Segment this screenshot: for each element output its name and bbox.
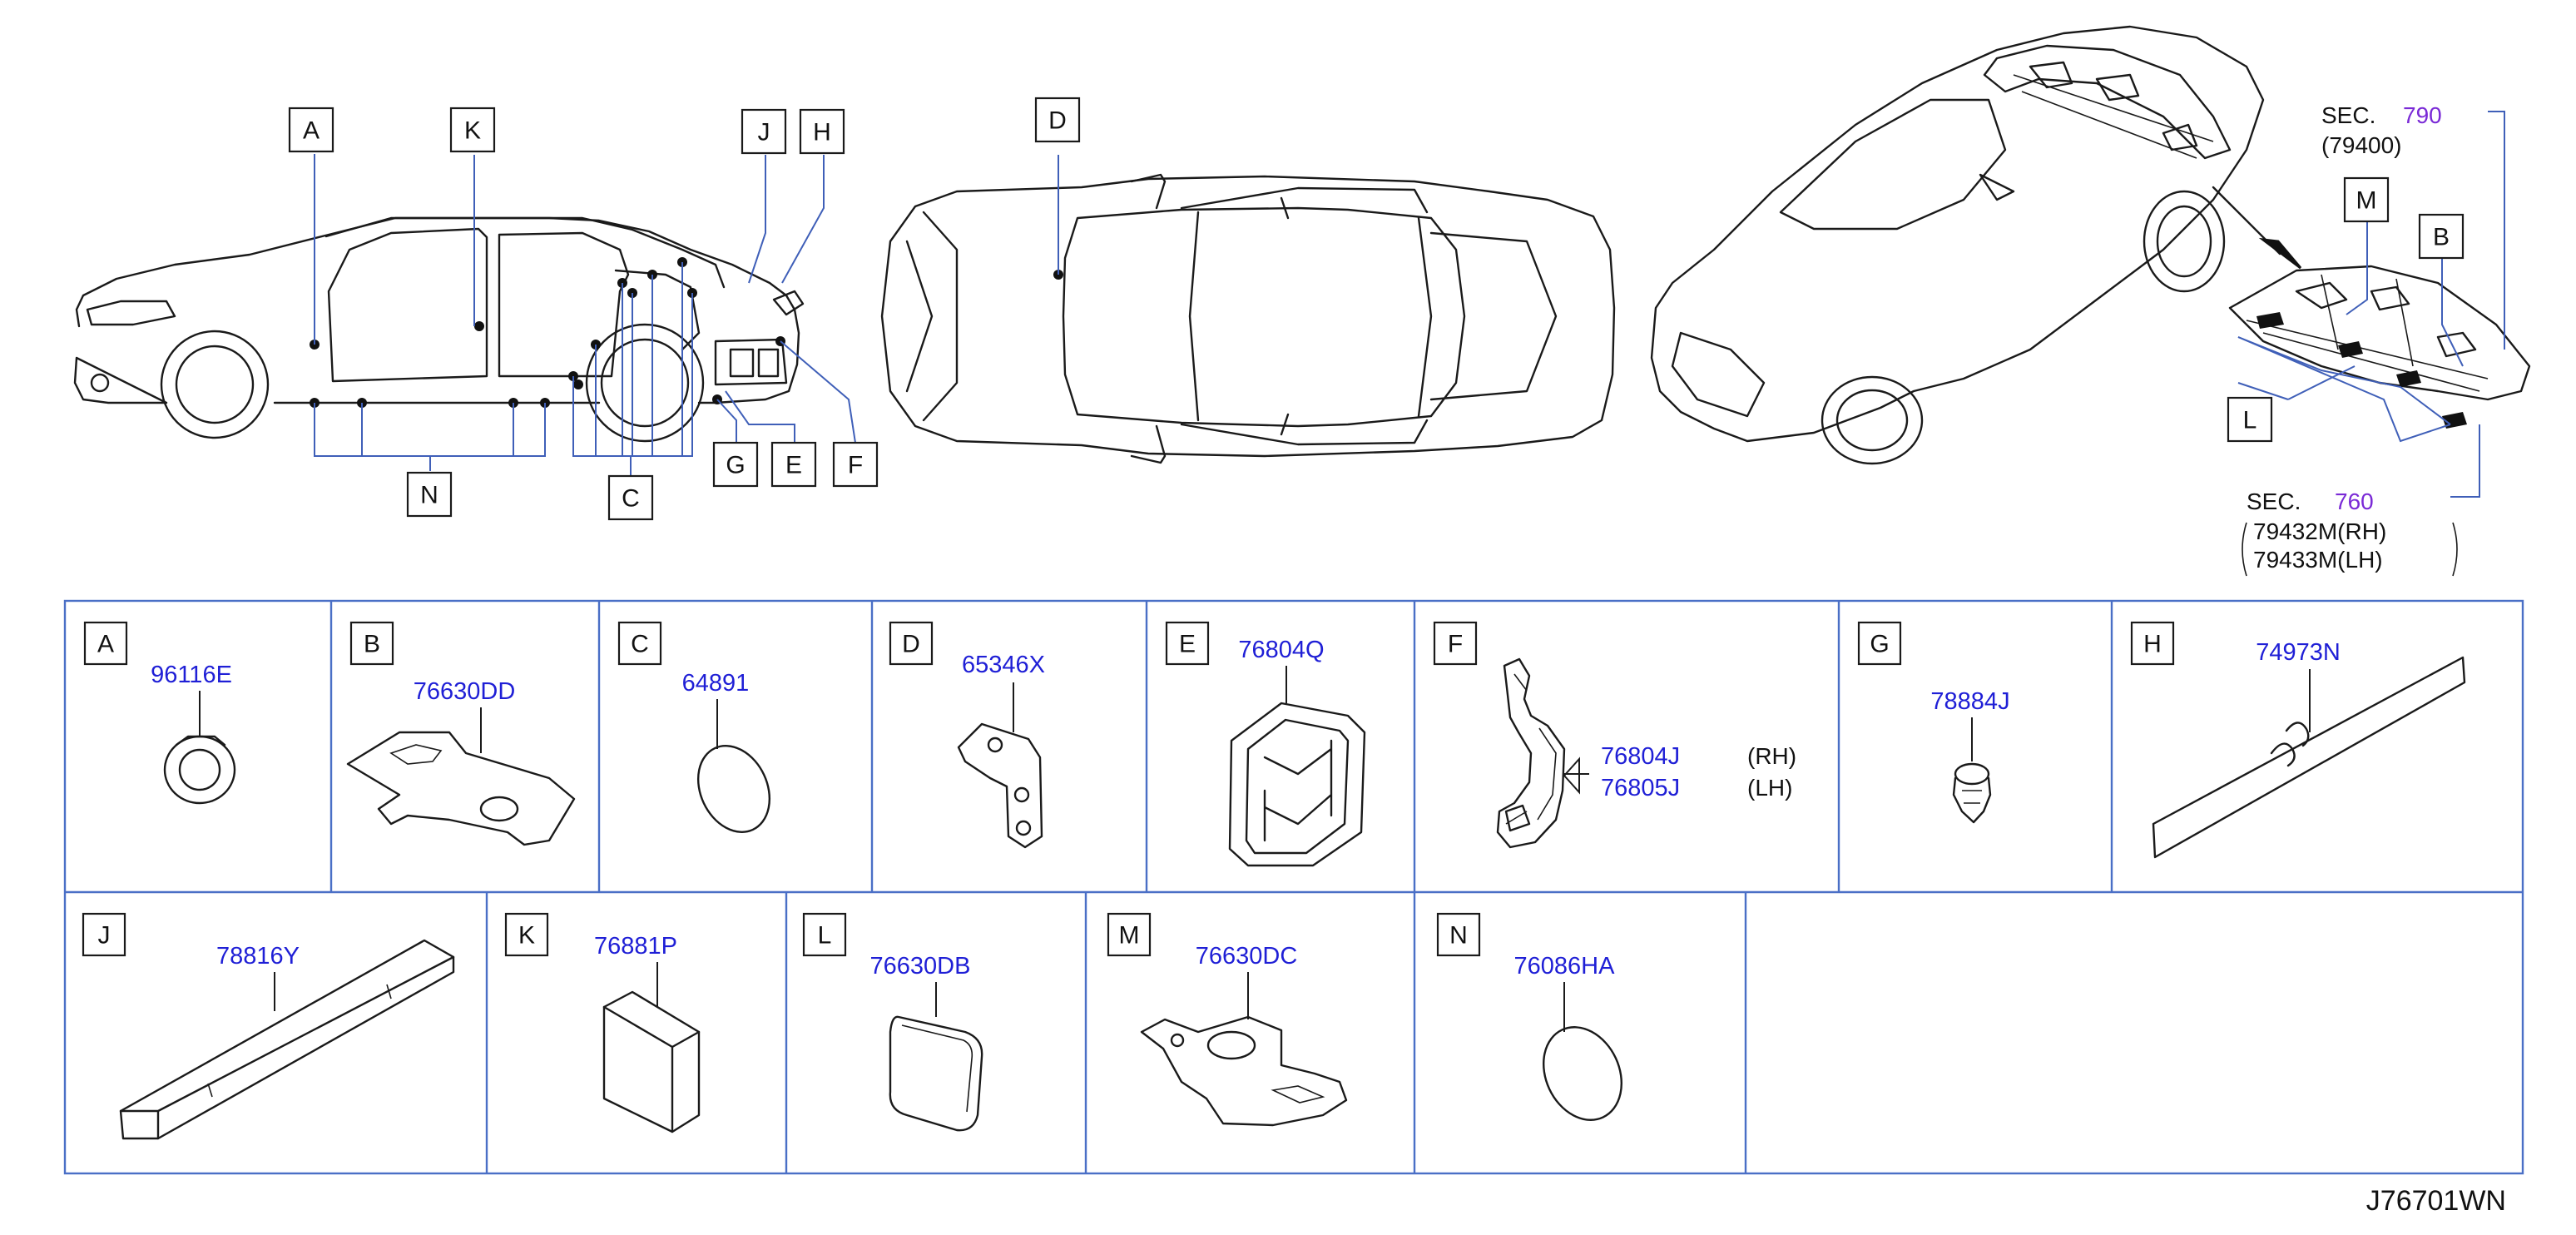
diagram-id: J76701WN bbox=[2366, 1185, 2506, 1217]
callout-f: F bbox=[848, 452, 863, 479]
cell-n: N 76086HA bbox=[1436, 912, 1623, 1121]
side-view-car bbox=[73, 154, 856, 479]
part-number-78884j: 78884J bbox=[1930, 688, 2009, 715]
cell-c-letter: C bbox=[631, 631, 649, 658]
cell-n-letter: N bbox=[1449, 922, 1468, 950]
sec-number-760: 760 bbox=[2335, 489, 2374, 514]
part-number-74973n: 74973N bbox=[2256, 639, 2341, 666]
sec-prefix-760: SEC. bbox=[2247, 489, 2301, 514]
sec-790-part: (79400) bbox=[2321, 132, 2402, 158]
cell-g-letter: G bbox=[1870, 631, 1889, 658]
cell-a: A 96116E bbox=[83, 621, 236, 805]
callout-g: G bbox=[726, 452, 745, 479]
top-view-car bbox=[880, 155, 1616, 464]
cell-m: M 76630DC bbox=[1107, 912, 1348, 1127]
cell-e-letter: E bbox=[1179, 631, 1196, 658]
sec-prefix-790: SEC. bbox=[2321, 102, 2375, 128]
cell-f: F 76804J (RH) 76805J (LH) bbox=[1433, 621, 1796, 849]
part-number-64891: 64891 bbox=[682, 670, 750, 697]
diagram-callouts: A K J H N C G E F D M B L bbox=[288, 97, 2465, 521]
cell-j: J 78816Y bbox=[82, 912, 455, 1140]
cell-c: C 64891 bbox=[617, 621, 771, 833]
cell-j-letter: J bbox=[98, 922, 111, 950]
callout-j: J bbox=[758, 119, 770, 146]
cell-m-letter: M bbox=[1119, 922, 1140, 950]
cell-d: D 65346X bbox=[889, 621, 1045, 849]
sec-760-part-rh: 79432M(RH) bbox=[2253, 518, 2386, 544]
cell-h: H 74973N bbox=[2130, 621, 2466, 859]
side-lh: (LH) bbox=[1747, 775, 1792, 801]
cell-k: K 76881P bbox=[504, 912, 701, 1133]
cell-b: B 76630DD bbox=[346, 621, 576, 846]
part-number-76086ha: 76086HA bbox=[1514, 953, 1616, 980]
callout-h: H bbox=[813, 119, 831, 146]
sec-760-part-lh: 79433M(LH) bbox=[2253, 547, 2383, 573]
callout-n: N bbox=[420, 482, 438, 509]
sec-number-790: 790 bbox=[2403, 102, 2442, 128]
part-number-76804q: 76804Q bbox=[1238, 637, 1324, 663]
cell-h-letter: H bbox=[2143, 631, 2162, 658]
perspective-car bbox=[1650, 25, 2531, 498]
part-number-76804j: 76804J bbox=[1601, 743, 1680, 770]
section-references: SEC. 790 (79400) SEC. 760 79432M(RH) 794… bbox=[2242, 102, 2458, 577]
cell-f-letter: F bbox=[1448, 631, 1463, 658]
callout-m: M bbox=[2356, 187, 2377, 215]
callout-d: D bbox=[1048, 107, 1067, 135]
part-number-76805j: 76805J bbox=[1601, 775, 1680, 801]
part-number-65346x: 65346X bbox=[962, 652, 1045, 678]
part-number-76881p: 76881P bbox=[594, 933, 677, 960]
callout-e: E bbox=[785, 452, 802, 479]
callout-l: L bbox=[2243, 407, 2257, 434]
callout-k: K bbox=[464, 117, 481, 145]
callout-a: A bbox=[303, 117, 320, 145]
part-number-76630db: 76630DB bbox=[870, 953, 971, 980]
callout-c: C bbox=[622, 485, 640, 513]
cell-g: G 78884J bbox=[1857, 621, 2010, 824]
parts-table-grid bbox=[63, 599, 2524, 1175]
cell-k-letter: K bbox=[518, 922, 535, 950]
cell-d-letter: D bbox=[902, 631, 920, 658]
part-number-76630dc: 76630DC bbox=[1196, 943, 1298, 970]
part-number-76630dd: 76630DD bbox=[414, 678, 516, 705]
side-rh: (RH) bbox=[1747, 743, 1796, 769]
cell-l-letter: L bbox=[818, 922, 832, 950]
cell-b-letter: B bbox=[364, 631, 380, 658]
cell-a-letter: A bbox=[97, 631, 114, 658]
cell-l: L 76630DB bbox=[802, 912, 983, 1132]
cell-e: E 76804Q bbox=[1165, 621, 1366, 867]
part-number-78816y: 78816Y bbox=[216, 943, 300, 970]
part-number-96116e: 96116E bbox=[151, 662, 232, 688]
callout-b: B bbox=[2433, 224, 2450, 251]
